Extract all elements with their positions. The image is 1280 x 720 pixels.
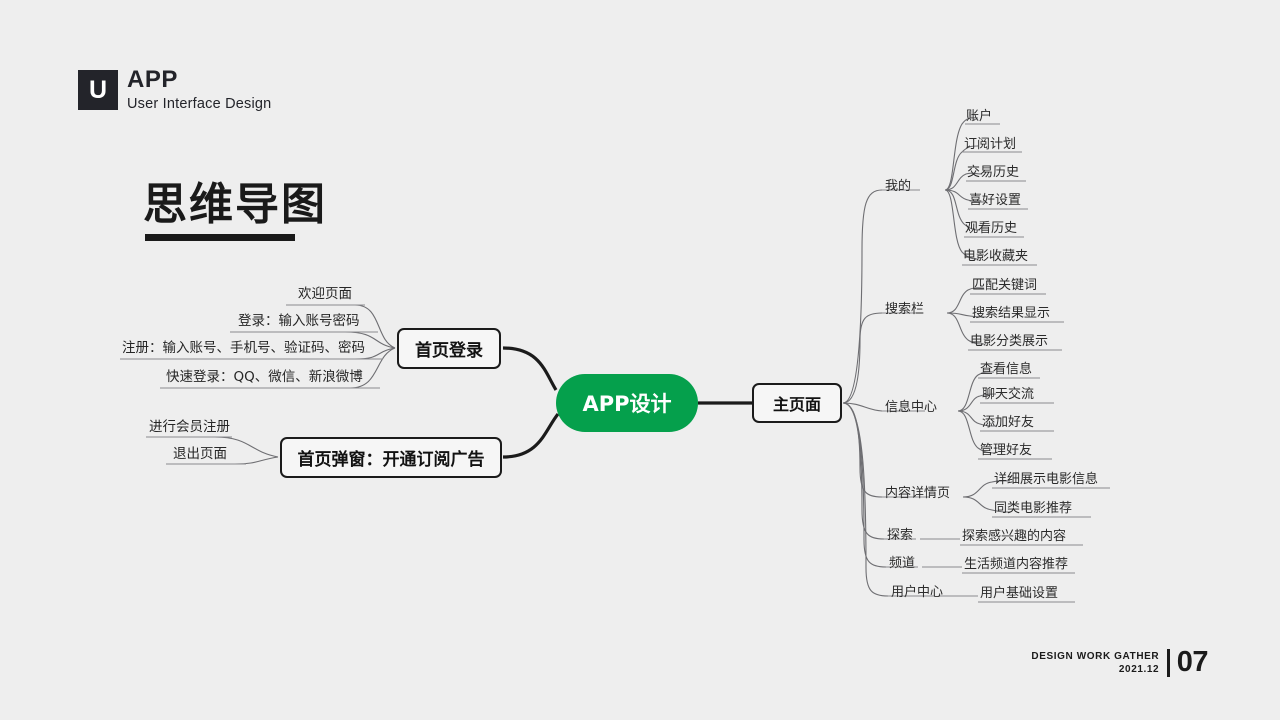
slide-footer: DESIGN WORK GATHER 2021.12 07 bbox=[1031, 646, 1209, 678]
left-item-login: 登录：输入账号密码 bbox=[238, 313, 360, 329]
branch-label-channel: 频道 bbox=[889, 556, 916, 571]
footer-title: DESIGN WORK GATHER bbox=[1031, 650, 1160, 662]
logo-text-block: APP User Interface Design bbox=[127, 68, 271, 114]
leaf-movie-categories: 电影分类展示 bbox=[970, 334, 1049, 349]
leaf-movie-favorites: 电影收藏夹 bbox=[963, 249, 1029, 264]
brand-logo: U APP User Interface Design bbox=[78, 68, 271, 114]
leaf-view-messages: 查看信息 bbox=[980, 362, 1033, 377]
node-home-popup[interactable]: 首页弹窗：开通订阅广告 bbox=[280, 437, 502, 478]
left-item-member-register: 进行会员注册 bbox=[149, 419, 230, 435]
leaf-user-basic-settings: 用户基础设置 bbox=[980, 586, 1059, 601]
footer-text-block: DESIGN WORK GATHER 2021.12 bbox=[1031, 650, 1159, 676]
branch-label-user-center: 用户中心 bbox=[891, 585, 944, 600]
logo-mark-letter: U bbox=[88, 75, 108, 104]
page-title: 思维导图 bbox=[143, 179, 327, 230]
branch-label-content-detail: 内容详情页 bbox=[885, 486, 951, 501]
leaf-manage-friends: 管理好友 bbox=[980, 443, 1033, 458]
leaf-movie-detail-display: 详细展示电影信息 bbox=[994, 472, 1099, 487]
node-center-app-design[interactable]: APP设计 bbox=[556, 374, 698, 432]
branch-label-search-bar: 搜索栏 bbox=[885, 302, 925, 317]
title-underline-rule bbox=[145, 234, 295, 241]
page-number: 07 bbox=[1176, 646, 1209, 678]
leaf-life-channel-recommend: 生活频道内容推荐 bbox=[964, 557, 1069, 572]
leaf-watch-history: 观看历史 bbox=[965, 221, 1018, 236]
logo-title: APP bbox=[127, 66, 178, 93]
logo-mark-icon: U bbox=[78, 70, 118, 110]
leaf-similar-movie-recommend: 同类电影推荐 bbox=[994, 501, 1073, 516]
left-item-quick-login: 快速登录：QQ、微信、新浪微博 bbox=[166, 369, 363, 385]
leaf-transaction-history: 交易历史 bbox=[967, 165, 1020, 180]
left-item-exit-page: 退出页面 bbox=[173, 446, 227, 462]
branch-label-mine: 我的 bbox=[885, 179, 912, 194]
node-home-login[interactable]: 首页登录 bbox=[397, 328, 501, 369]
node-main-page[interactable]: 主页面 bbox=[752, 383, 842, 423]
logo-subtitle: User Interface Design bbox=[127, 96, 272, 112]
branch-label-message-center: 信息中心 bbox=[885, 400, 938, 415]
leaf-preference-settings: 喜好设置 bbox=[969, 193, 1022, 208]
leaf-match-keyword: 匹配关键词 bbox=[972, 278, 1038, 293]
leaf-chat: 聊天交流 bbox=[982, 387, 1035, 402]
left-item-register: 注册：输入账号、手机号、验证码、密码 bbox=[122, 340, 365, 356]
branch-label-explore: 探索 bbox=[887, 528, 914, 543]
footer-date: 2021.12 bbox=[1118, 663, 1160, 675]
footer-divider bbox=[1167, 648, 1170, 677]
leaf-subscription-plan: 订阅计划 bbox=[964, 137, 1017, 152]
leaf-explore-interests: 探索感兴趣的内容 bbox=[962, 529, 1067, 544]
left-item-welcome-page: 欢迎页面 bbox=[298, 286, 352, 302]
leaf-add-friend: 添加好友 bbox=[982, 415, 1035, 430]
leaf-search-results: 搜索结果显示 bbox=[972, 306, 1051, 321]
leaf-account: 账户 bbox=[966, 109, 993, 124]
